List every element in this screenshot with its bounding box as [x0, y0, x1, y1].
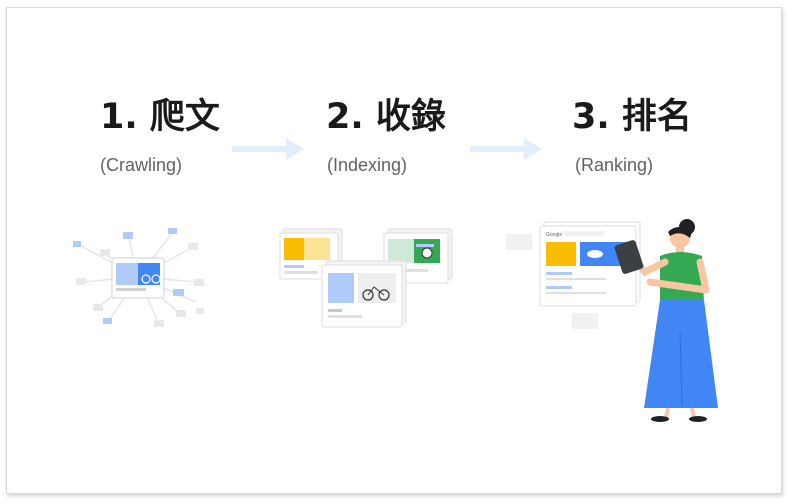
indexed-pages-icon [279, 228, 453, 328]
step-1-title: 1. 爬文 [100, 97, 220, 137]
ranking-person-icon: Google [506, 219, 718, 422]
step-1-subtitle: (Crawling) [100, 155, 183, 175]
step-2-subtitle: (Indexing) [327, 155, 408, 175]
search-logo: Google [546, 232, 562, 238]
arrow-right-icon [470, 138, 542, 160]
crawl-network-icon [73, 228, 204, 327]
step-3-title: 3. 排名 [572, 97, 692, 137]
step-2-title: 2. 收錄 [326, 97, 446, 137]
arrow-right-icon [232, 138, 304, 160]
step-3-subtitle: (Ranking) [575, 155, 654, 175]
